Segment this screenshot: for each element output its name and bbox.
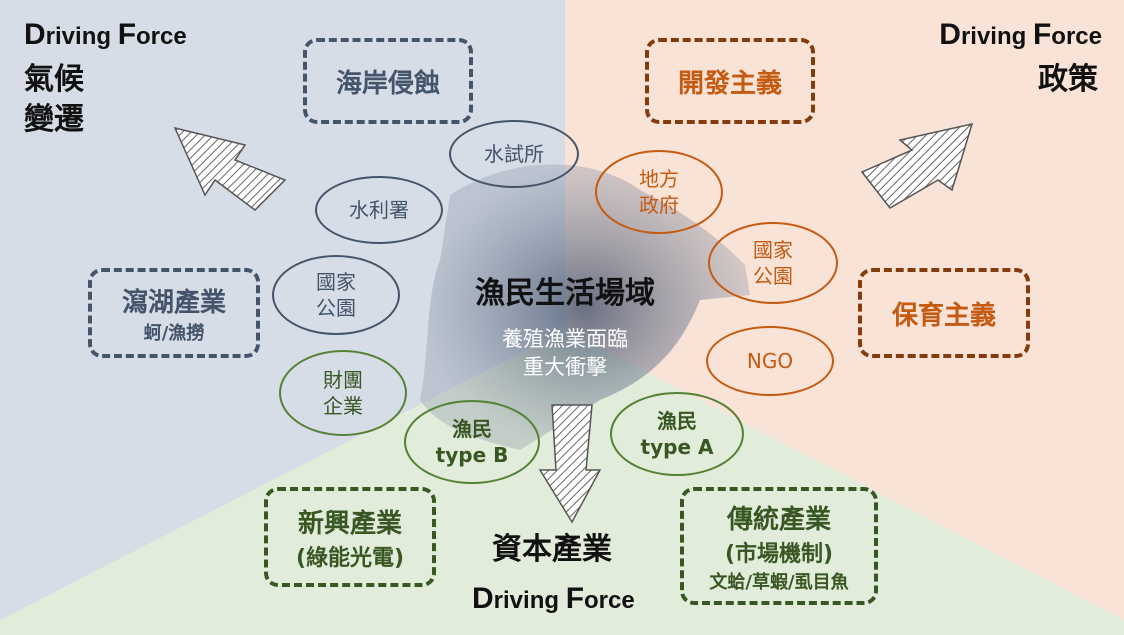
driving-force-label: Driving Force [939,18,1102,51]
initial-letter: F [1032,18,1052,51]
box-main: 瀉湖產業 [121,287,226,318]
center-blob [420,164,750,450]
actor-label: 公園 [753,264,793,288]
box-traditional: 傳統產業 (市場機制) 文蛤/草蝦/虱目魚 [680,487,878,605]
initial-letter: D [24,18,46,51]
actor-label: 公園 [316,296,356,320]
initial-letter: F [565,582,585,615]
box-emerging: 新興產業 (綠能光電) [264,487,436,587]
actor-label: 地方 [639,167,679,191]
force-title-policy: 政策 [1038,62,1098,97]
arrow-policy [860,122,974,209]
title-line: 氣候 [24,62,84,97]
center-title: 漁民生活場域 [475,276,655,311]
actor-water-research: 水試所 [449,120,579,188]
actor-label: type A [640,435,714,459]
box-sub: 文蛤/草蝦/虱目魚 [709,571,849,593]
actor-label: NGO [746,349,794,373]
actor-corporations: 財團企業 [279,350,407,436]
box-development: 開發主義 [645,38,815,124]
box-sub: (綠能光電) [295,545,405,571]
actor-national-park-left: 國家公園 [272,255,400,335]
initial-letter: F [117,18,137,51]
initial-letter: D [472,582,494,615]
box-main: 傳統產業 [726,504,831,535]
actor-label: 財團 [323,368,363,392]
initial-letter: D [939,18,961,51]
arrow-climate [173,126,287,211]
actor-label: 漁民 [657,409,697,433]
force-title-capital: 資本產業 [492,532,612,567]
box-main: 開發主義 [677,68,782,99]
box-sub: 蚵/漁撈 [143,322,205,344]
actor-label: 水試所 [484,142,544,166]
box-conservation: 保育主義 [858,268,1030,358]
center-sub-line: 重大衝擊 [523,355,607,379]
box-main: 海岸侵蝕 [335,68,440,99]
title-line: 變遷 [24,102,84,137]
arrow-capital [538,404,602,524]
actor-water-resources: 水利署 [315,176,443,244]
actor-local-gov: 地方政府 [595,150,723,234]
center-sub-line: 養殖漁業面臨 [502,327,628,351]
box-main: 新興產業 [297,508,402,539]
box-coastal-erosion: 海岸侵蝕 [303,38,473,124]
actor-label: 企業 [323,394,363,418]
center-subtitle: 養殖漁業面臨重大衝擊 [470,325,660,381]
actor-national-park-right: 國家公園 [708,222,838,304]
actor-label: 國家 [753,238,793,262]
driving-force-label: Driving Force [472,582,635,615]
actor-ngo: NGO [706,326,834,396]
force-title-climate: 氣候變遷 [24,60,84,140]
actor-label: 政府 [639,193,679,217]
driving-force-label: Driving Force [24,18,187,51]
actor-label: type B [435,443,509,467]
actor-label: 漁民 [452,417,492,441]
box-lagoon: 瀉湖產業蚵/漁撈 [88,268,260,358]
actor-label: 國家 [316,270,356,294]
actor-label: 水利署 [349,198,409,222]
box-sub: (市場機制) [724,541,834,567]
box-main: 保育主義 [891,300,996,331]
